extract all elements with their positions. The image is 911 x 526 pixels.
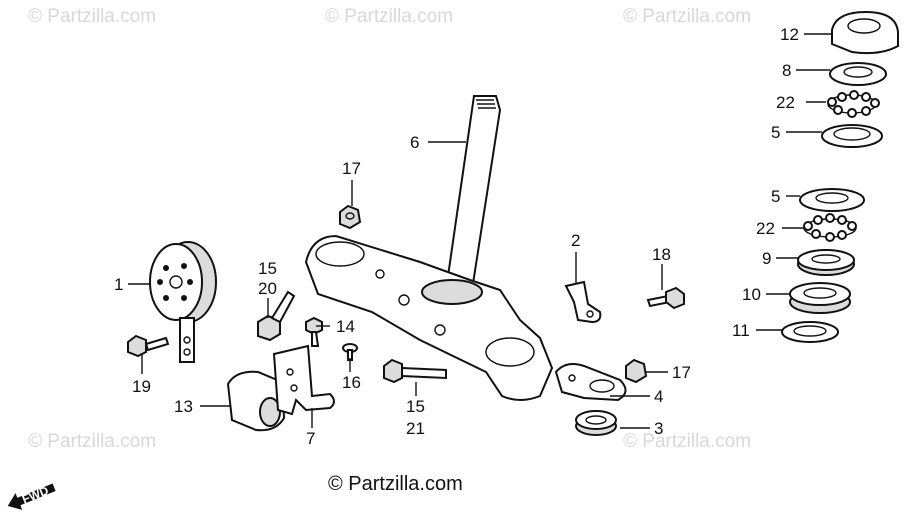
callout-14: 14 [336, 317, 355, 336]
callout-6: 6 [410, 133, 419, 152]
part-nut-17-upper [339, 204, 362, 230]
callout-16: 16 [342, 373, 361, 392]
callout-5-upper: 5 [771, 123, 780, 142]
watermark-bottom-left: © Partzilla.com [28, 431, 156, 452]
watermark-top-left: © Partzilla.com [28, 6, 156, 27]
part-seal-3 [575, 410, 617, 436]
fwd-label: FWD [20, 483, 51, 506]
callout-10: 10 [742, 285, 761, 304]
fwd-indicator: FWD [7, 483, 56, 510]
part-race-5-upper [821, 124, 883, 148]
callouts: 1 2 3 4 5 5 6 7 8 9 10 11 12 13 14 15 15… [114, 25, 799, 448]
callout-19: 19 [132, 377, 151, 396]
callout-17-lower: 17 [672, 363, 691, 382]
callout-1: 1 [114, 275, 123, 294]
leader-lines [128, 33, 832, 429]
part-cover-13 [226, 370, 286, 432]
callout-17-upper: 17 [342, 159, 361, 178]
part-race-9 [797, 249, 855, 276]
part-nut-12 [831, 10, 899, 55]
callout-21: 21 [406, 419, 425, 438]
callout-22-upper: 22 [776, 93, 795, 112]
part-bolt-14 [305, 316, 323, 347]
watermarks: © Partzilla.com © Partzilla.com © Partzi… [28, 6, 751, 452]
callout-3: 3 [654, 419, 663, 438]
callout-15-lower: 15 [406, 397, 425, 416]
forward-arrow-icon [7, 483, 56, 510]
part-bolt-15-20 [257, 290, 296, 342]
part-plate-4 [554, 363, 627, 402]
callout-4: 4 [654, 387, 663, 406]
part-ball-bearing-22-lower [803, 213, 857, 242]
part-bolt-18 [646, 286, 685, 310]
part-horn [149, 241, 217, 363]
callout-15-upper: 15 [258, 259, 277, 278]
callout-12: 12 [780, 25, 799, 44]
credit-text: © Partzilla.com [328, 473, 463, 495]
part-bolt-19 [127, 334, 170, 358]
watermark-top-center: © Partzilla.com [325, 6, 453, 27]
callout-13: 13 [174, 397, 193, 416]
part-washer-11 [781, 321, 839, 343]
callout-11: 11 [732, 321, 750, 340]
part-nut-17-lower [625, 358, 648, 384]
part-bolt-15-21 [383, 358, 447, 384]
callout-8: 8 [782, 61, 791, 80]
part-seal-10 [789, 282, 851, 314]
part-race-5-lower [799, 188, 865, 212]
callout-18: 18 [652, 245, 671, 264]
part-screw-16 [342, 343, 358, 361]
part-bracket-7 [272, 344, 335, 416]
part-race-8 [829, 62, 887, 86]
callout-2: 2 [571, 231, 580, 250]
callout-7: 7 [306, 429, 315, 448]
callout-9: 9 [762, 249, 771, 268]
callout-22-lower: 22 [756, 219, 775, 238]
part-ball-bearing-22-upper [827, 90, 880, 118]
callout-20: 20 [258, 279, 277, 298]
watermark-top-right: © Partzilla.com [623, 6, 751, 27]
part-steering-stem-6 [304, 95, 554, 401]
watermark-bottom-right: © Partzilla.com [623, 431, 751, 452]
callout-5-lower: 5 [771, 187, 780, 206]
part-bracket-2 [564, 280, 602, 324]
